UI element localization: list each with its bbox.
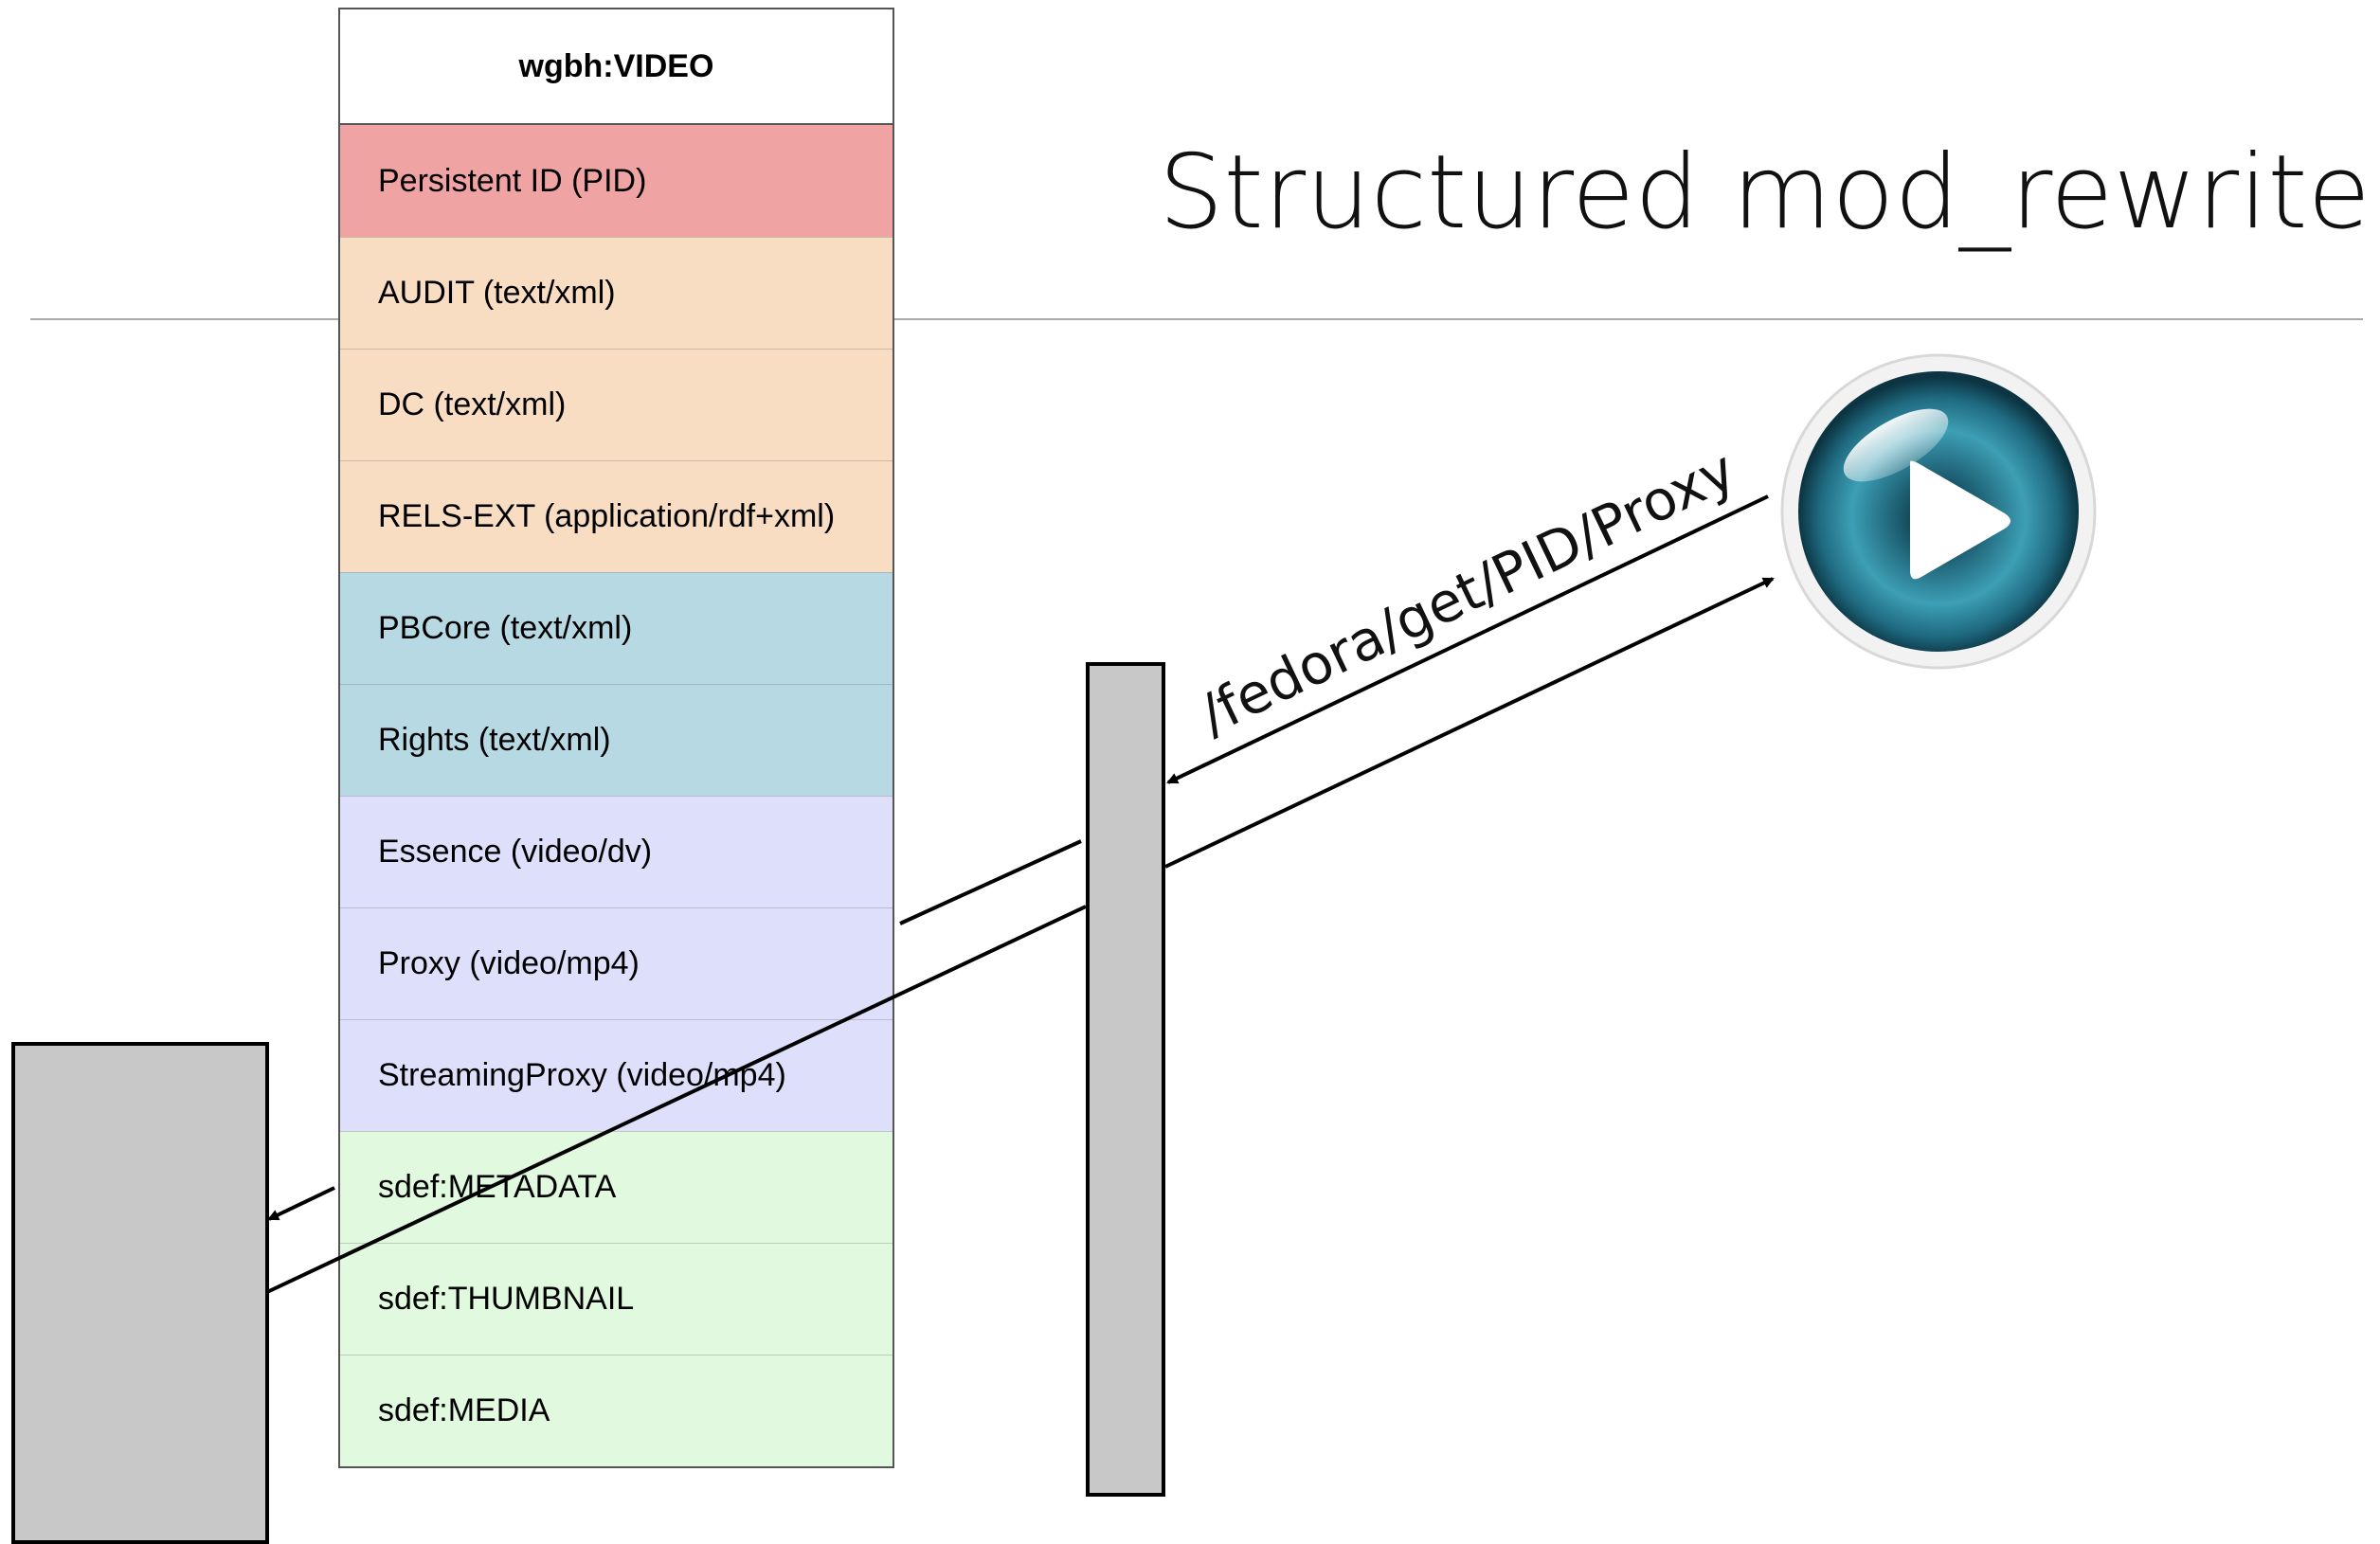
datastream-row: Essence (video/dv) xyxy=(340,796,892,907)
backend-server-box xyxy=(11,1042,269,1544)
datastream-row: Proxy (video/mp4) xyxy=(340,907,892,1019)
datastream-row: Rights (text/xml) xyxy=(340,684,892,796)
rewrite-proxy-box xyxy=(1086,662,1165,1497)
datastream-row: DC (text/xml) xyxy=(340,349,892,460)
datastream-row: Persistent ID (PID) xyxy=(340,125,892,237)
request-arrow xyxy=(1166,494,1769,784)
datastream-label: StreamingProxy (video/mp4) xyxy=(378,1057,786,1093)
datastream-label: PBCore (text/xml) xyxy=(378,610,633,646)
datastream-list: Persistent ID (PID) AUDIT (text/xml) DC (t… xyxy=(340,125,892,1466)
forward-arrow-lower xyxy=(267,1186,335,1221)
datastream-label: DC (text/xml) xyxy=(378,386,567,422)
video-player-eye-icon xyxy=(1780,353,2097,670)
datastream-label: sdef:MEDIA xyxy=(378,1392,550,1428)
datastream-row: PBCore (text/xml) xyxy=(340,572,892,684)
datastream-row: sdef:METADATA xyxy=(340,1131,892,1243)
title-divider xyxy=(30,318,2363,320)
datastream-label: RELS-EXT (application/rdf+xml) xyxy=(378,498,836,534)
object-header: wgbh:VIDEO xyxy=(340,9,892,125)
datastream-label: Proxy (video/mp4) xyxy=(378,945,640,981)
datastream-label: Essence (video/dv) xyxy=(378,834,653,870)
datastream-row: AUDIT (text/xml) xyxy=(340,237,892,349)
datastream-row: StreamingProxy (video/mp4) xyxy=(340,1019,892,1131)
datastream-label: sdef:THUMBNAIL xyxy=(378,1281,635,1317)
datastream-row: RELS-EXT (application/rdf+xml) xyxy=(340,460,892,572)
datastream-row: sdef:MEDIA xyxy=(340,1355,892,1466)
datastream-label: AUDIT (text/xml) xyxy=(378,275,616,311)
digital-object-table: wgbh:VIDEO Persistent ID (PID) AUDIT (tex… xyxy=(338,8,894,1468)
request-path-label: /fedora/get/PID/Proxy xyxy=(1190,438,1745,747)
datastream-label: Rights (text/xml) xyxy=(378,722,611,758)
response-arrow-lower xyxy=(266,905,1087,1294)
datastream-label: Persistent ID (PID) xyxy=(378,162,647,199)
slide-title: Structured mod_rewrite xyxy=(1158,134,2371,252)
forward-arrow-upper xyxy=(899,839,1082,925)
response-arrow-upper xyxy=(1164,577,1775,869)
datastream-label: sdef:METADATA xyxy=(378,1169,617,1205)
datastream-row: sdef:THUMBNAIL xyxy=(340,1243,892,1355)
